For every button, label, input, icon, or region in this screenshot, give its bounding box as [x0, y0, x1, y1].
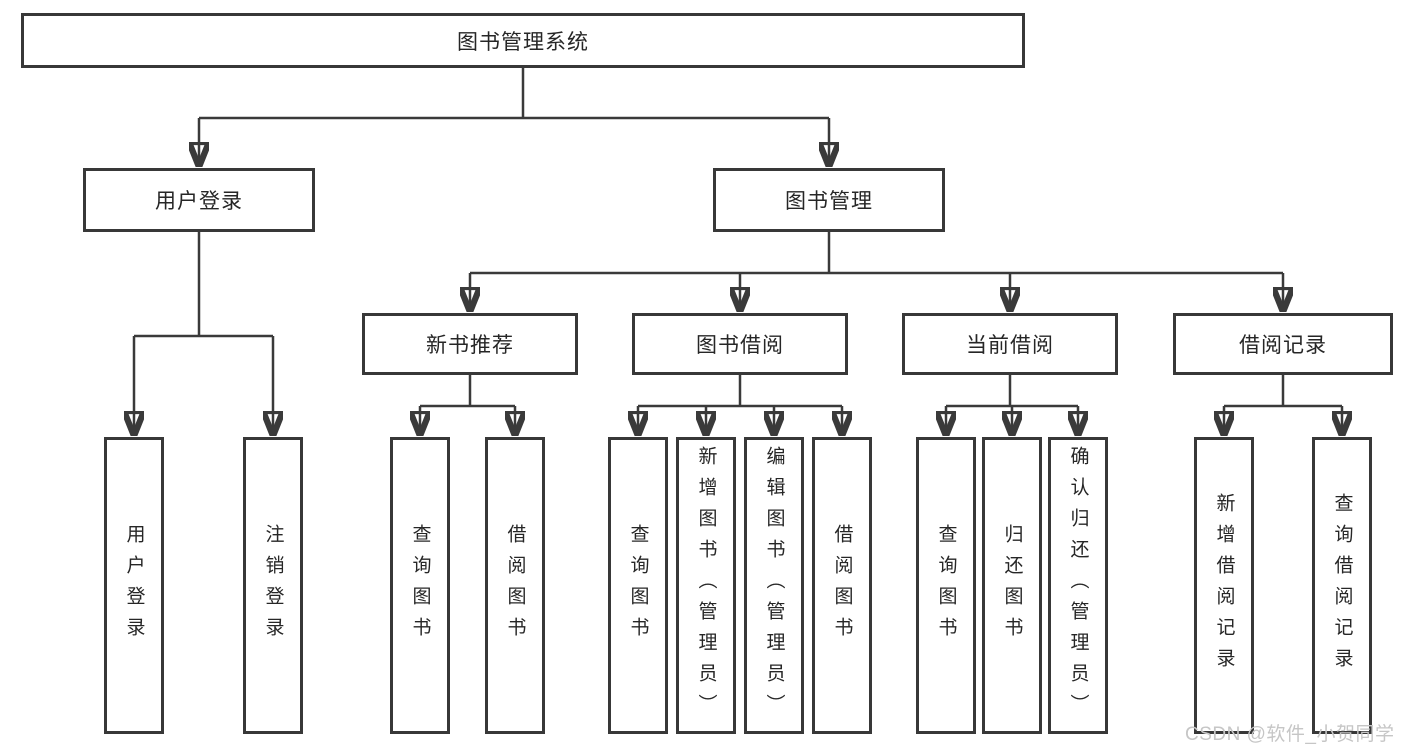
leaf-borrow-books: 借阅图书	[812, 437, 872, 734]
leaf-confirm-return-admin: 确认归还（管理员）	[1048, 437, 1108, 734]
node-book-borrowing: 图书借阅	[632, 313, 848, 375]
connector-new-book-recommend-children	[420, 375, 515, 436]
node-label: 用户登录	[155, 190, 243, 213]
leaf-query-books-current: 查询图书	[916, 437, 976, 734]
connector-user-login-children	[134, 232, 273, 436]
node-new-book-recommend: 新书推荐	[362, 313, 578, 375]
node-user-login: 用户登录	[83, 168, 315, 232]
node-label: 新增图书（管理员）	[695, 446, 717, 725]
leaf-add-borrow-record: 新增借阅记录	[1194, 437, 1254, 734]
node-label: 用户登录	[123, 523, 145, 648]
node-borrowing-records: 借阅记录	[1173, 313, 1393, 375]
node-label: 归还图书	[1001, 523, 1023, 648]
node-label: 借阅图书	[831, 523, 853, 648]
connector-root-to-level2	[199, 68, 829, 167]
leaf-edit-books-admin: 编辑图书（管理员）	[744, 437, 804, 734]
leaf-user-login: 用户登录	[104, 437, 164, 734]
leaf-return-books: 归还图书	[982, 437, 1042, 734]
leaf-add-books-admin: 新增图书（管理员）	[676, 437, 736, 734]
connector-book-management-children	[470, 232, 1283, 312]
leaf-borrow-books-recommend: 借阅图书	[485, 437, 545, 734]
leaf-query-books-recommend: 查询图书	[390, 437, 450, 734]
leaf-query-borrow-record: 查询借阅记录	[1312, 437, 1372, 734]
node-library-management-system: 图书管理系统	[21, 13, 1025, 68]
node-label: 新书推荐	[426, 334, 514, 357]
node-label: 借阅记录	[1239, 334, 1327, 357]
node-label: 编辑图书（管理员）	[763, 446, 785, 725]
node-label: 查询图书	[409, 523, 431, 648]
node-label: 确认归还（管理员）	[1067, 446, 1089, 725]
node-label: 查询图书	[935, 523, 957, 648]
node-label: 查询借阅记录	[1331, 492, 1353, 679]
node-label: 借阅图书	[504, 523, 526, 648]
node-book-management: 图书管理	[713, 168, 945, 232]
node-label: 图书管理系统	[457, 30, 589, 54]
node-label: 图书借阅	[696, 334, 784, 357]
node-label: 当前借阅	[966, 334, 1054, 357]
node-current-borrowing: 当前借阅	[902, 313, 1118, 375]
leaf-logout: 注销登录	[243, 437, 303, 734]
node-label: 图书管理	[785, 190, 873, 213]
node-label: 注销登录	[262, 523, 284, 648]
node-label: 查询图书	[627, 523, 649, 648]
csdn-watermark: CSDN @软件_小贺同学	[1185, 724, 1395, 745]
connector-current-borrowing-children	[946, 375, 1078, 436]
connector-book-borrowing-children	[638, 375, 842, 436]
node-label: 新增借阅记录	[1213, 492, 1235, 679]
leaf-query-books-borrowing: 查询图书	[608, 437, 668, 734]
connector-borrowing-records-children	[1224, 375, 1342, 436]
